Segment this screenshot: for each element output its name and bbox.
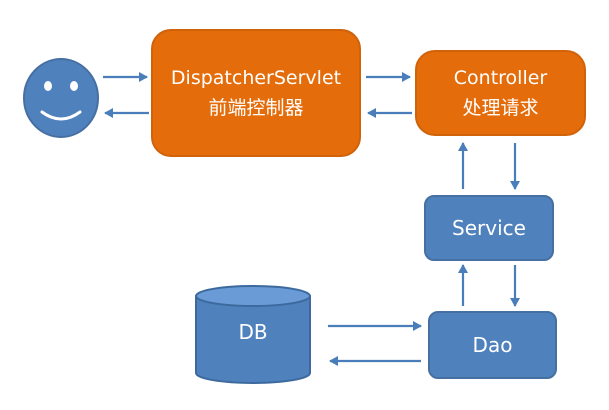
db-label: DB	[238, 320, 268, 344]
controller-box: Controller 处理请求	[415, 50, 586, 136]
dispatcher-title: DispatcherServlet	[170, 67, 342, 89]
dao-box: Dao	[428, 311, 557, 379]
dao-label: Dao	[472, 333, 513, 357]
service-box: Service	[424, 195, 554, 261]
service-label: Service	[452, 216, 526, 240]
dispatcher-servlet-box: DispatcherServlet 前端控制器	[151, 29, 361, 157]
controller-subtitle: 处理请求	[462, 97, 539, 119]
controller-title: Controller	[453, 67, 548, 89]
smiley-face-icon	[23, 58, 99, 138]
db-cylinder	[195, 285, 311, 384]
dispatcher-subtitle: 前端控制器	[208, 97, 304, 119]
